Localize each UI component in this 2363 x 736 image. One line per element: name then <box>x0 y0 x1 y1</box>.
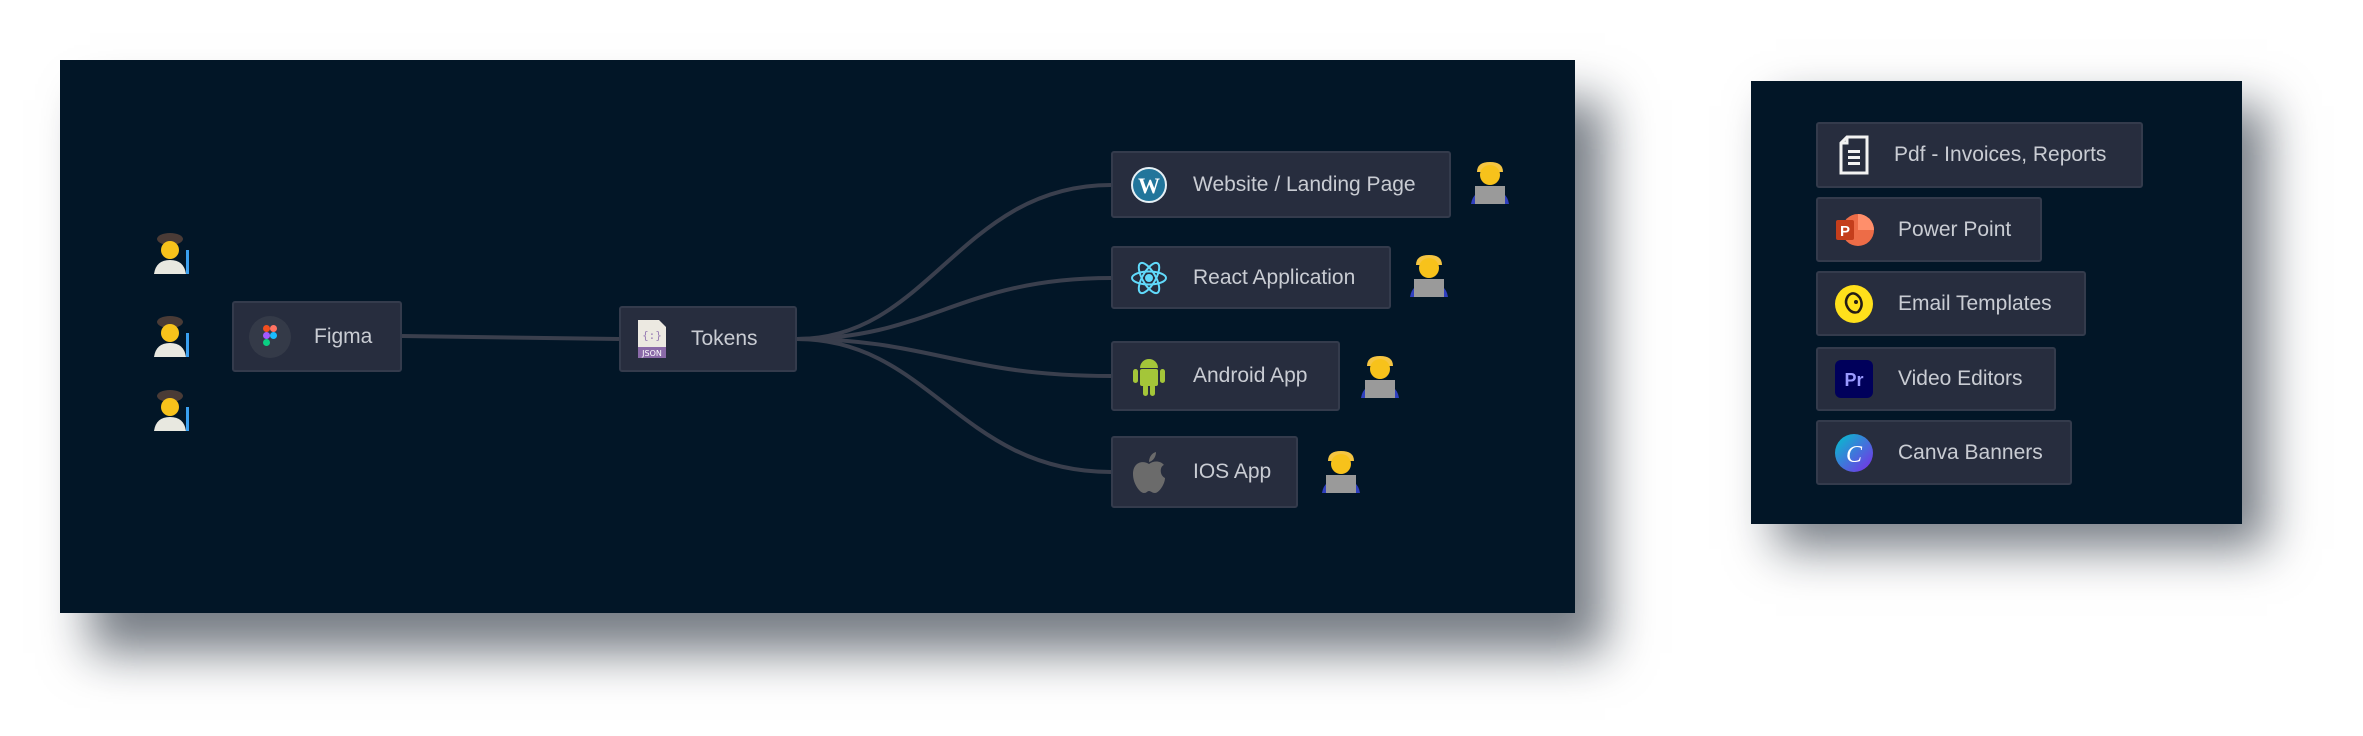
target-label: Android App <box>1193 364 1308 387</box>
output-label: Canva Banners <box>1898 440 2043 464</box>
svg-text:C: C <box>1846 442 1863 468</box>
json-file-icon: {:} JSON <box>637 317 667 361</box>
edge-figma-tokens <box>401 334 620 341</box>
technologist-emoji-icon <box>1322 451 1360 493</box>
target-node-ios[interactable]: IOS App <box>1111 436 1298 508</box>
target-label: IOS App <box>1193 460 1272 483</box>
target-node-website[interactable]: W Website / Landing Page <box>1111 151 1451 218</box>
target-label: Website / Landing Page <box>1193 172 1416 196</box>
premiere-pro-icon: Pr <box>1832 357 1876 401</box>
react-icon <box>1127 256 1171 300</box>
output-label: Power Point <box>1898 217 2012 241</box>
output-item-powerpoint[interactable]: P Power Point <box>1816 197 2042 262</box>
output-label: Pdf - Invoices, Reports <box>1894 143 2107 166</box>
figma-label: Figma <box>314 324 373 348</box>
mailchimp-icon <box>1832 282 1876 326</box>
output-item-video[interactable]: Pr Video Editors <box>1816 347 2056 411</box>
target-node-android[interactable]: Android App <box>1111 341 1340 411</box>
technologist-emoji-icon <box>1410 255 1448 297</box>
tokens-node[interactable]: {:} JSON Tokens <box>619 306 797 372</box>
target-node-react[interactable]: React Application <box>1111 246 1391 309</box>
artist-emoji-icon <box>154 316 189 357</box>
edge-tokens-react <box>796 276 1112 341</box>
powerpoint-icon: P <box>1832 208 1876 252</box>
technologist-emoji-icon <box>1471 162 1509 204</box>
svg-text:Pr: Pr <box>1844 370 1863 390</box>
svg-text:P: P <box>1840 223 1850 240</box>
technologist-emoji-icon <box>1361 356 1399 398</box>
output-label: Video Editors <box>1898 367 2023 390</box>
canva-icon: C <box>1832 431 1876 475</box>
android-icon <box>1127 354 1171 398</box>
svg-text:W: W <box>1138 173 1160 198</box>
figma-icon <box>248 315 292 359</box>
svg-text:{:}: {:} <box>642 329 662 342</box>
wordpress-icon: W <box>1127 163 1171 207</box>
output-item-canva[interactable]: C Canva Banners <box>1816 420 2072 485</box>
artist-emoji-icon <box>154 390 189 431</box>
svg-text:JSON: JSON <box>641 349 662 358</box>
edge-tokens-website <box>796 183 1112 341</box>
document-icon <box>1832 133 1876 177</box>
output-label: Email Templates <box>1898 291 2052 315</box>
edge-tokens-ios <box>796 337 1112 474</box>
output-item-pdf[interactable]: Pdf - Invoices, Reports <box>1816 122 2143 188</box>
output-item-email[interactable]: Email Templates <box>1816 271 2086 336</box>
target-label: React Application <box>1193 265 1356 289</box>
edge-tokens-android <box>796 337 1112 378</box>
artist-emoji-icon <box>154 233 189 274</box>
apple-icon <box>1127 450 1171 494</box>
tokens-label: Tokens <box>691 327 758 350</box>
figma-node[interactable]: Figma <box>232 301 402 372</box>
